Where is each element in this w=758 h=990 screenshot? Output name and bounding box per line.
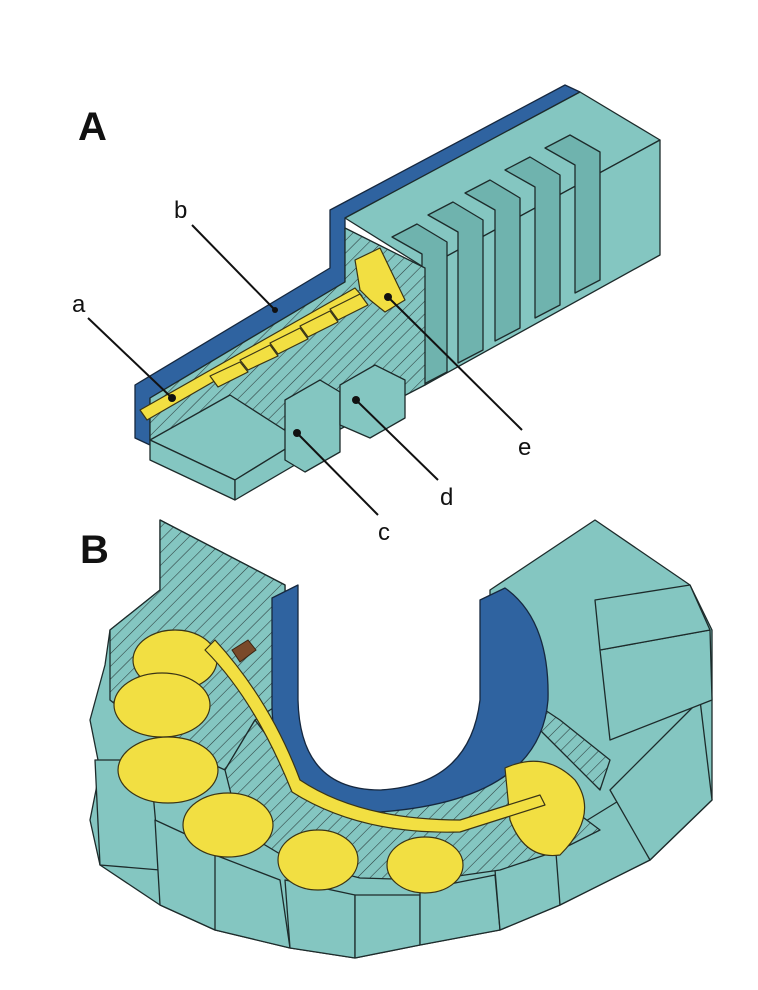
callouts-a (87, 224, 523, 516)
callout-d: d (440, 484, 453, 511)
panel-label-b: B (80, 528, 109, 572)
panel-label-a: A (78, 105, 107, 149)
callout-a: a (72, 291, 86, 318)
casting-runner-a (139, 247, 406, 421)
callout-b: b (174, 197, 187, 224)
cavity-block-d (339, 364, 406, 439)
callout-e: e (518, 434, 531, 461)
panel-b-drawing (89, 519, 713, 959)
panel-a-drawing (87, 84, 661, 516)
cavity-block-c (284, 379, 341, 473)
callout-c: c (378, 519, 390, 546)
back-block-slots (391, 134, 601, 386)
ring-blocks (94, 584, 713, 959)
sprue-tip (231, 639, 257, 663)
casting-cavities-b (113, 629, 586, 894)
